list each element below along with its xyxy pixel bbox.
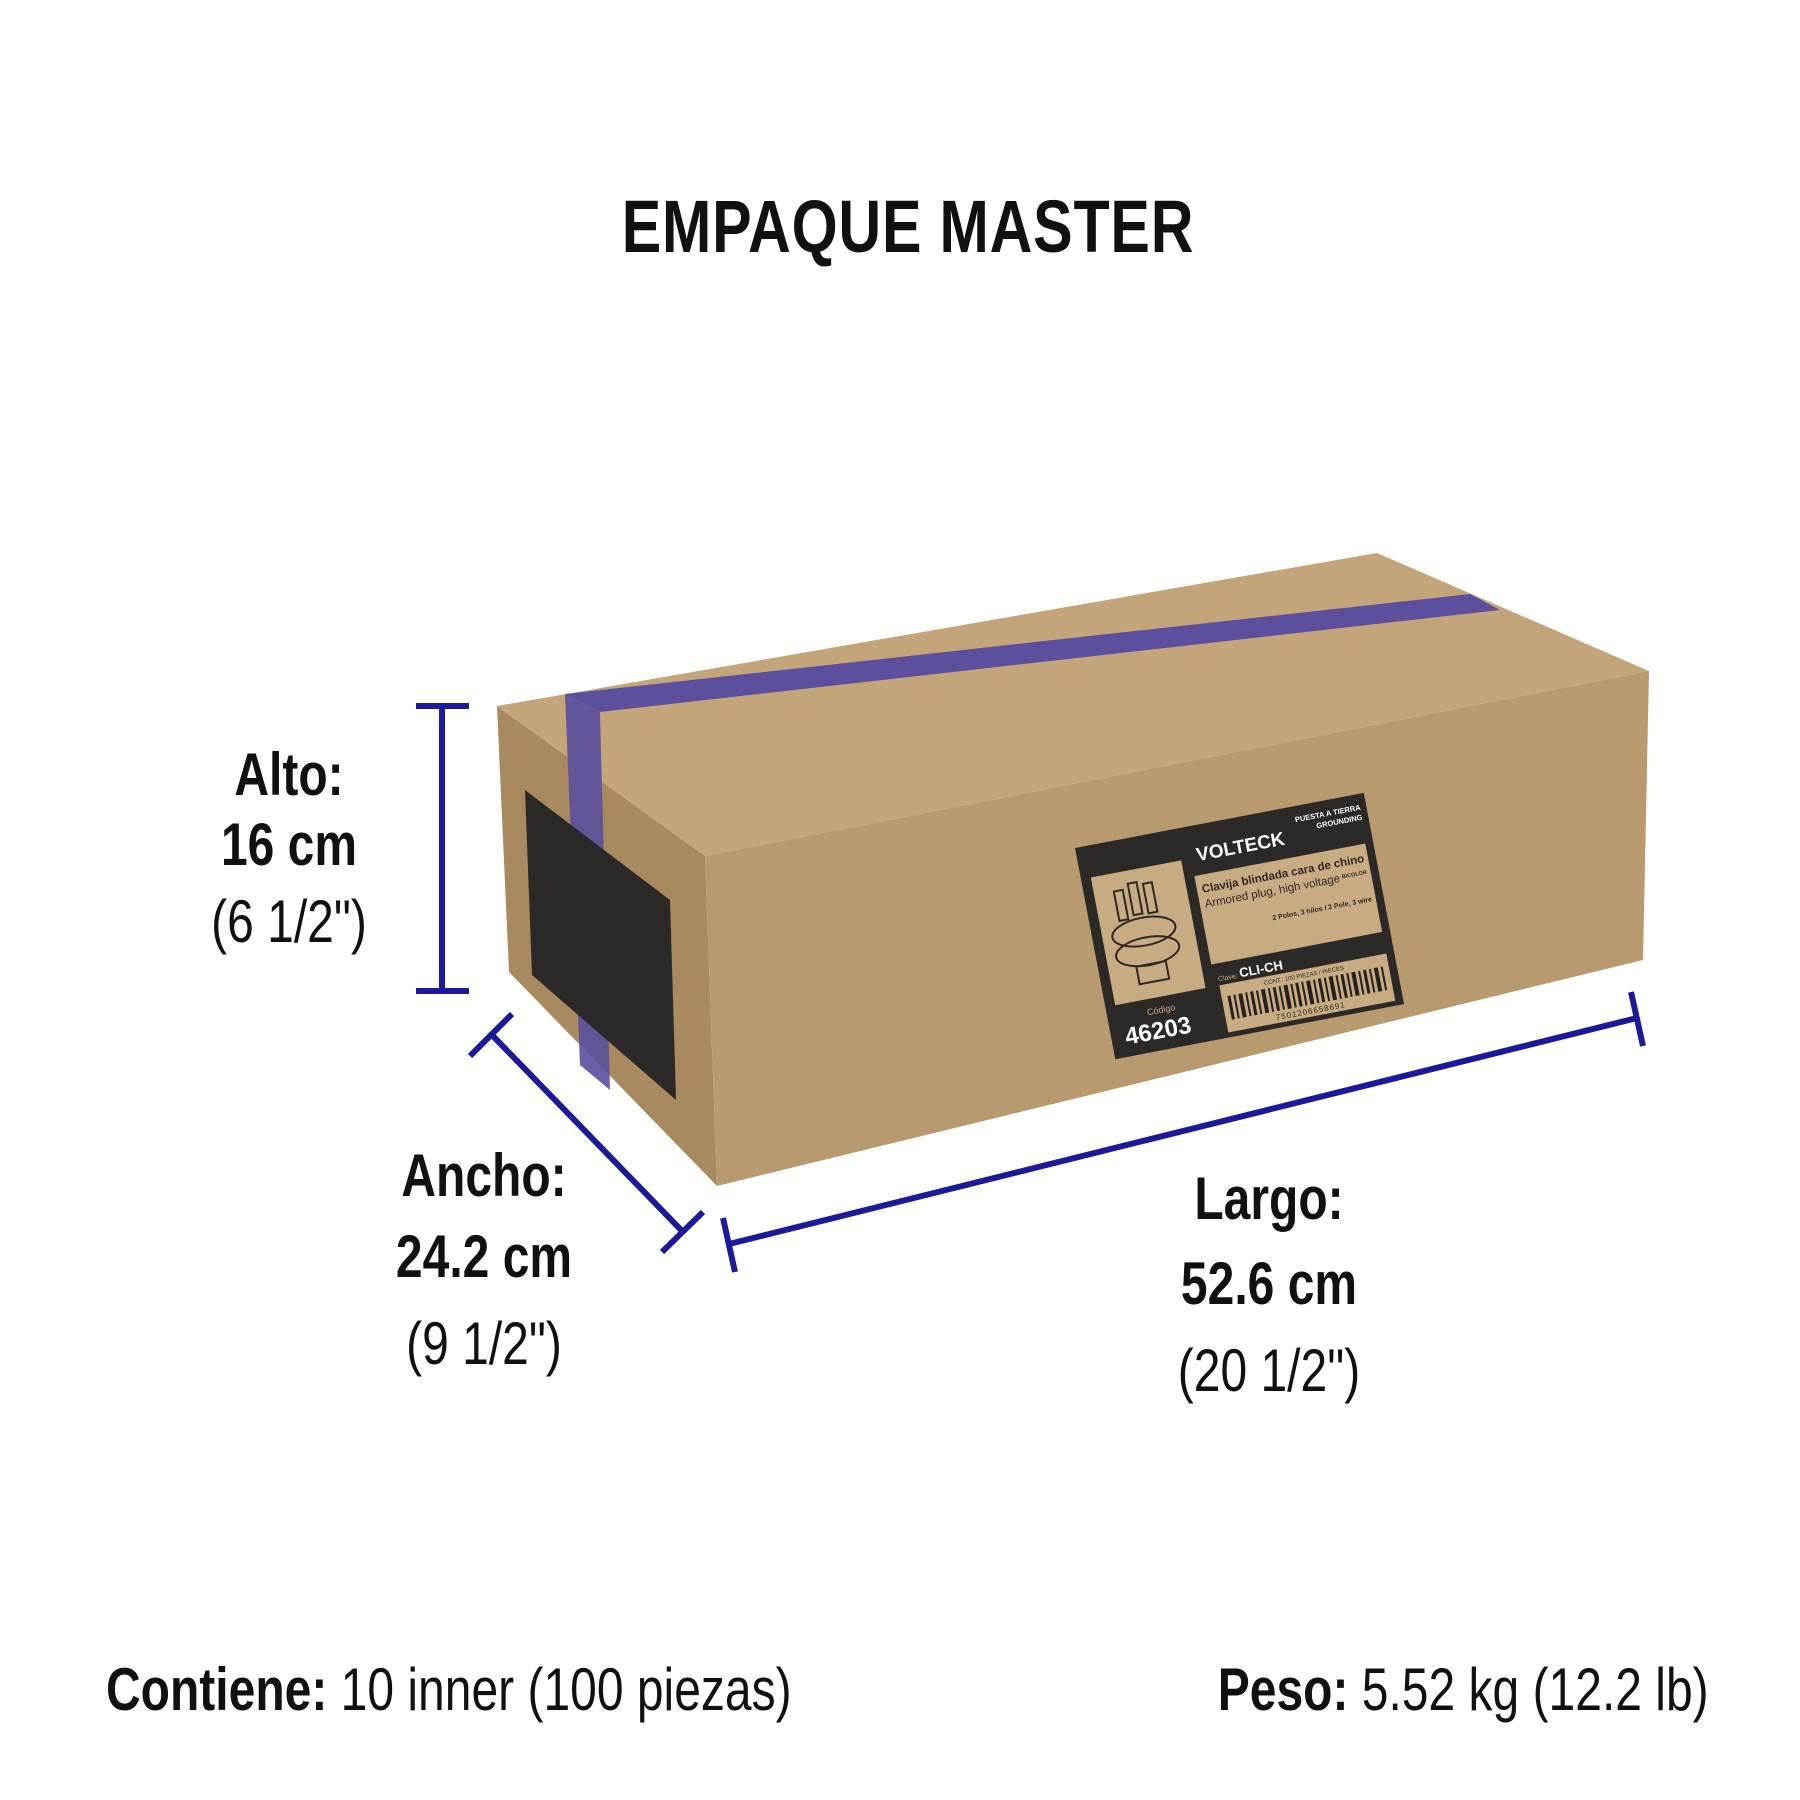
box-tape [565,594,1500,712]
ancho-dimension-line [467,1011,706,1255]
plug-picture-panel [1090,860,1206,1006]
alto-label: Alto: [234,741,344,808]
ancho-metric: 24.2 cm [395,1223,573,1290]
ancho-imperial: (9 1/2") [406,1310,562,1377]
product-info-panel [1194,843,1383,965]
largo-label: Largo: [1194,1165,1344,1232]
largo-dimension-line [720,991,1646,1273]
alto-dimension-line [416,703,469,994]
clave-label: Clave: [1218,973,1239,984]
box-front-label: VOLTECK PUESTA A TIERRA GROUNDING Clavij… [1075,792,1405,1060]
contents-value: 10 inner (100 piezas) [340,1656,792,1723]
largo-imperial: (20 1/2") [1177,1337,1361,1404]
contents-label: Contiene: [106,1656,328,1723]
alto-imperial: (6 1/2") [211,888,367,955]
barcode-panel [1219,953,1396,1033]
box-side-label [525,790,676,1100]
ancho-label: Ancho: [401,1142,567,1209]
barcode [1227,966,1388,1020]
alto-metric: 16 cm [220,811,358,878]
page-title: EMPAQUE MASTER [621,185,1195,268]
largo-metric: 52.6 cm [1180,1250,1358,1317]
weight-label: Peso: [1218,1656,1349,1723]
weight-value: 5.52 kg (12.2 lb) [1362,1656,1709,1723]
plug-icon [1111,880,1181,986]
contents-info: Contiene: 10 inner (100 piezas) [106,1660,792,1720]
box-top-face [497,553,1649,856]
product-variant: BICOLOR [1341,870,1367,881]
weight-info: Peso: 5.52 kg (12.2 lb) [1218,1660,1709,1720]
